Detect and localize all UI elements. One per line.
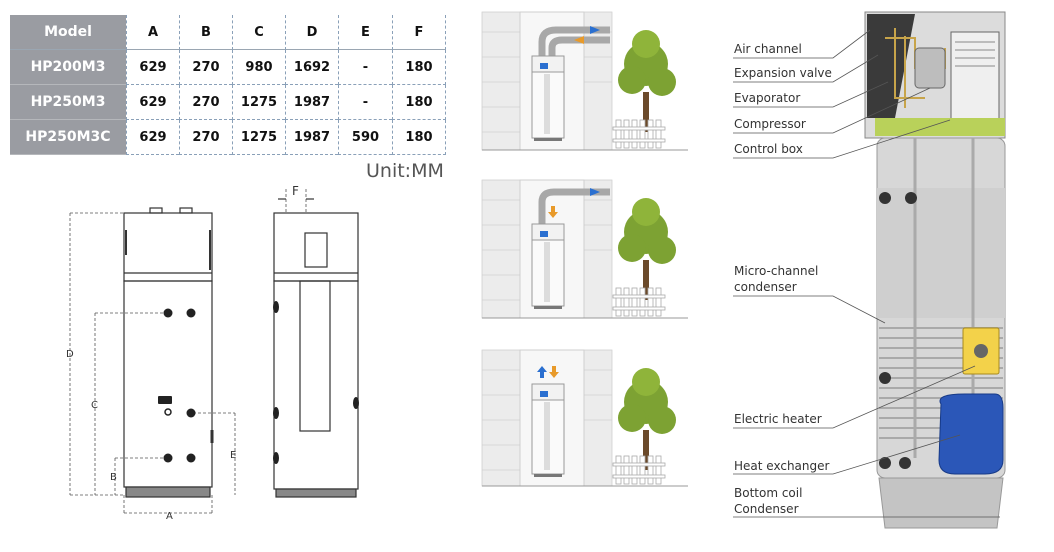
evaporator-coil	[867, 14, 915, 118]
table-cell: 1275	[232, 85, 285, 120]
brick-wall-icon	[481, 349, 613, 487]
front-view-drawing	[69, 207, 236, 515]
dimension-e: E	[230, 450, 237, 461]
callout-electric-heater: Electric heater	[734, 412, 822, 426]
tree-icon	[618, 368, 676, 470]
table-cell: -	[338, 85, 392, 120]
callout-compressor: Compressor	[734, 117, 806, 131]
heat-pump-unit-icon	[531, 383, 565, 477]
install-scenario-ducted	[481, 11, 688, 152]
dimension-c: C	[91, 400, 98, 411]
header-b: B	[179, 15, 232, 50]
cutaway-base	[878, 477, 1004, 529]
side-view-drawing	[273, 189, 359, 498]
row-model: HP200M3	[10, 50, 126, 85]
top-green-plate	[875, 118, 1005, 136]
install-scenario-exhaust	[481, 179, 688, 320]
fence-icon	[612, 287, 666, 317]
table-cell: 629	[126, 50, 179, 85]
control-box	[950, 31, 1000, 129]
fence-icon	[612, 455, 666, 485]
table-row: HP250M3 629 270 1275 1987 - 180	[10, 85, 446, 120]
header-e: E	[338, 15, 392, 50]
dimension-f: F	[292, 184, 299, 198]
dimension-b: B	[110, 472, 117, 483]
spec-table: Model A B C D E F HP200M3 629 270 980 16…	[10, 15, 446, 155]
table-cell: -	[338, 50, 392, 85]
callout-control-box: Control box	[734, 142, 803, 156]
dimension-a: A	[166, 511, 173, 522]
table-cell: 629	[126, 85, 179, 120]
table-header-row: Model A B C D E F	[10, 15, 446, 50]
callout-bottom-coil-line1: Bottom coil	[734, 486, 803, 500]
callout-evaporator: Evaporator	[734, 91, 801, 105]
table-cell: 180	[392, 50, 446, 85]
callout-expansion-valve: Expansion valve	[734, 66, 832, 80]
brick-wall-icon	[481, 11, 613, 151]
row-model: HP250M3C	[10, 120, 126, 155]
table-cell: 1987	[285, 120, 338, 155]
table-row: HP250M3C 629 270 1275 1987 590 180	[10, 120, 446, 155]
table-row: HP200M3 629 270 980 1692 - 180	[10, 50, 446, 85]
cutaway-illustration	[864, 11, 1006, 529]
callout-micro-channel-line2: condenser	[734, 280, 797, 294]
heat-pump-unit-icon	[531, 223, 565, 309]
callout-air-channel: Air channel	[734, 42, 802, 56]
table-cell: 1275	[232, 120, 285, 155]
heat-pump-unit-icon	[531, 55, 565, 141]
table-cell: 270	[179, 85, 232, 120]
table-cell: 180	[392, 85, 446, 120]
header-d: D	[285, 15, 338, 50]
callout-micro-channel-line1: Micro-channel	[734, 264, 819, 278]
tree-icon	[618, 30, 676, 132]
table-cell: 270	[179, 120, 232, 155]
dimension-d: D	[66, 349, 74, 360]
heat-exchanger	[938, 393, 1004, 475]
table-cell: 270	[179, 50, 232, 85]
unit-label: Unit:MM	[366, 160, 444, 182]
table-cell: 590	[338, 120, 392, 155]
table-cell: 180	[392, 120, 446, 155]
callout-heat-exchanger: Heat exchanger	[734, 459, 830, 473]
fence-icon	[612, 119, 666, 149]
callout-bottom-coil-line2: Condenser	[734, 502, 799, 516]
table-cell: 1692	[285, 50, 338, 85]
header-model: Model	[10, 15, 126, 50]
row-model: HP250M3	[10, 85, 126, 120]
header-a: A	[126, 15, 179, 50]
table-cell: 980	[232, 50, 285, 85]
table-cell: 1987	[285, 85, 338, 120]
table-cell: 629	[126, 120, 179, 155]
install-scenario-indoor	[481, 349, 688, 488]
header-f: F	[392, 15, 446, 50]
tree-icon	[618, 198, 676, 300]
header-c: C	[232, 15, 285, 50]
side-display-window	[304, 232, 328, 268]
